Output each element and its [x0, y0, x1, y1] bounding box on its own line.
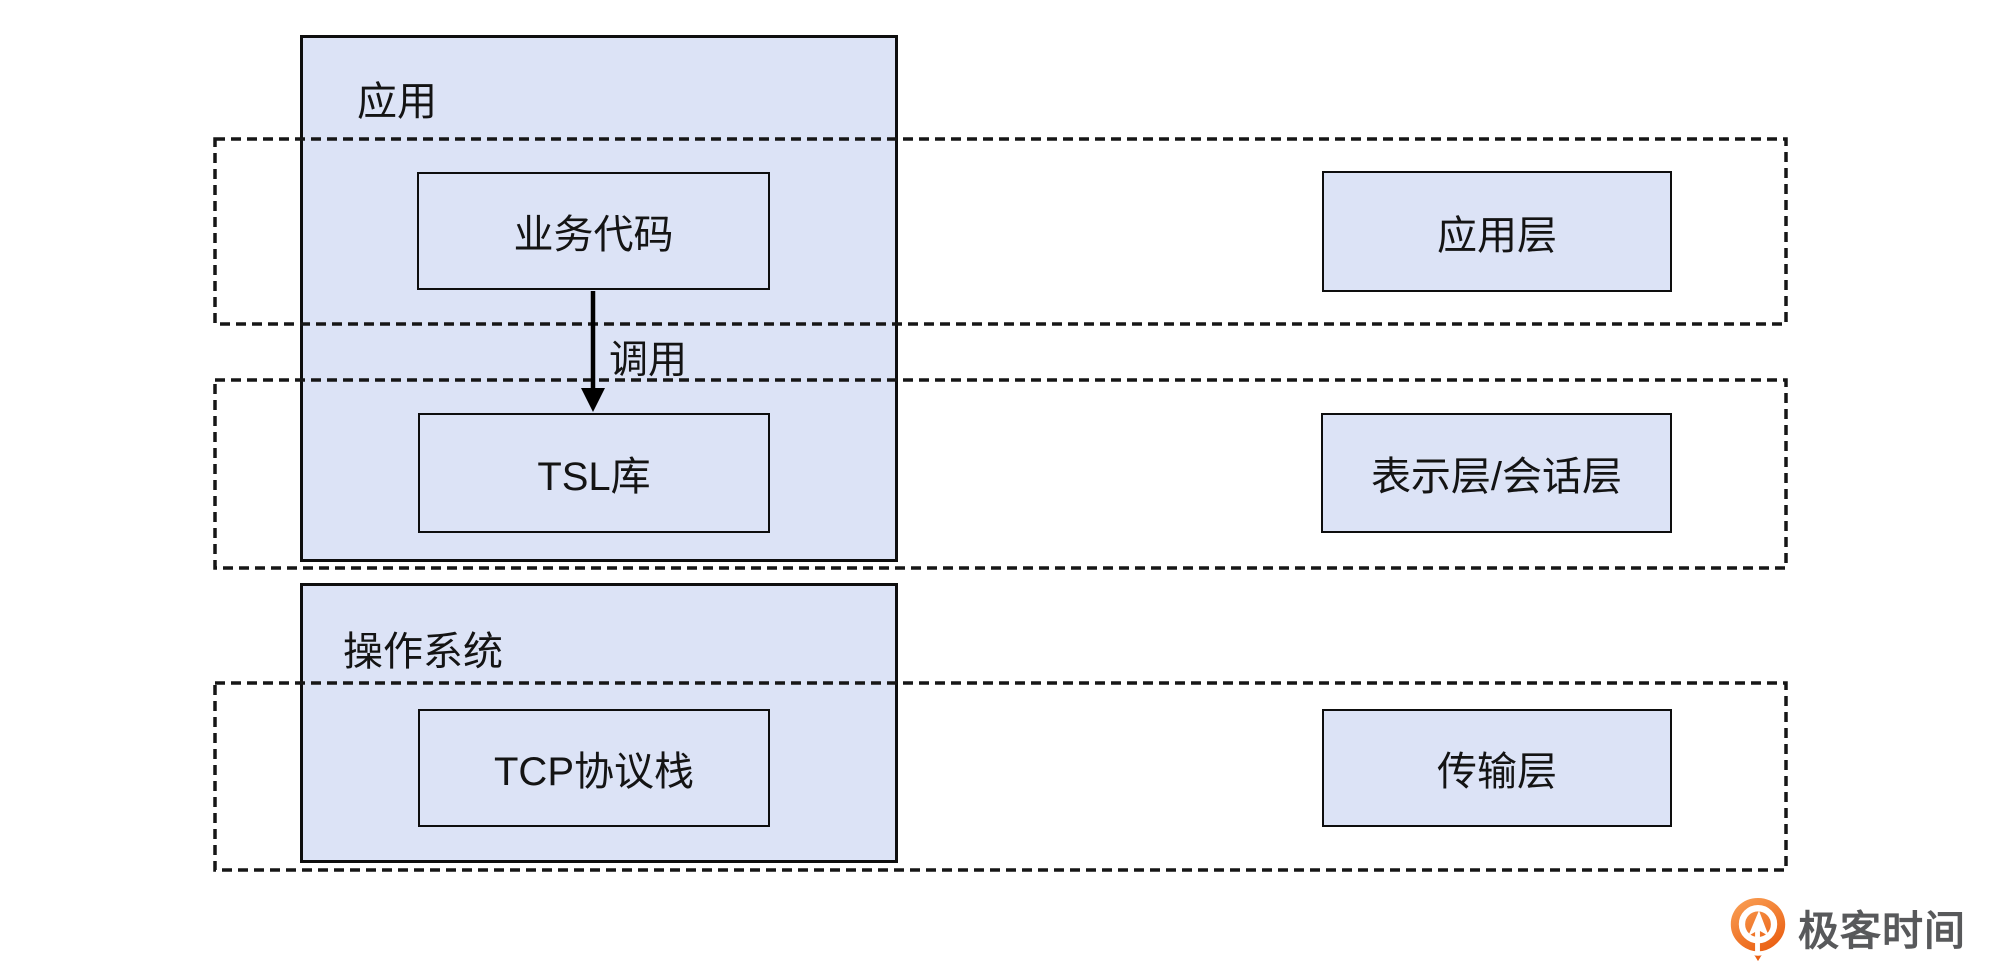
call-arrow-label: 调用	[609, 339, 688, 382]
transport-layer-node: 传输层	[1322, 709, 1672, 827]
tcp-stack-label: TCP协议栈	[494, 750, 694, 794]
operating-system-container-label: 操作系统	[343, 630, 503, 674]
presentation-session-layer-node: 表示层/会话层	[1321, 413, 1672, 533]
presentation-session-layer-label: 表示层/会话层	[1370, 455, 1623, 499]
application-layer-label: 应用层	[1437, 213, 1557, 258]
tsl-library-label: TSL库	[537, 455, 651, 499]
tcp-stack-node: TCP协议栈	[418, 709, 770, 827]
application-layer-node: 应用层	[1322, 171, 1672, 292]
geektime-pin-icon	[1730, 897, 1786, 962]
business-code-label: 业务代码	[513, 213, 674, 257]
geektime-logo: 极客时间	[1726, 897, 1966, 965]
business-code-node: 业务代码	[417, 172, 770, 290]
application-container-label: 应用	[357, 80, 437, 124]
tsl-library-node: TSL库	[418, 413, 770, 533]
geektime-logo-text: 极客时间	[1798, 908, 1966, 954]
transport-layer-label: 传输层	[1437, 750, 1557, 794]
